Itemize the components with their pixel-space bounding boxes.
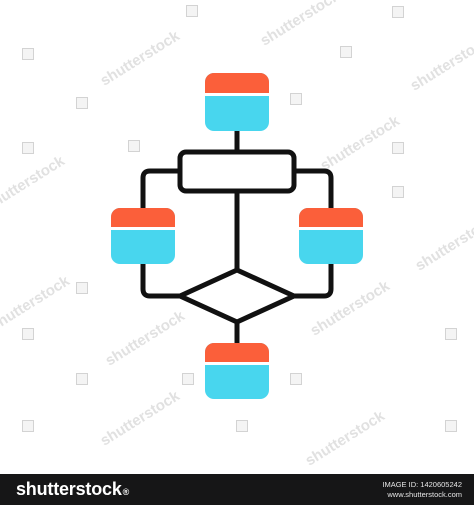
footer-bar: shutterstock® IMAGE ID: 1420605242 www.s… (0, 474, 474, 505)
decision-diamond (177, 267, 297, 325)
brand-registered-mark: ® (122, 487, 130, 497)
top-block (205, 73, 269, 131)
right-block (299, 208, 363, 264)
process-box (177, 149, 297, 194)
bottom-block (205, 343, 269, 399)
image-meta: IMAGE ID: 1420605242 www.shutterstock.co… (382, 480, 462, 500)
brand-logo: shutterstock® (16, 479, 129, 500)
connector-right-block-to-diamond (291, 261, 334, 299)
connector-left-block-to-diamond (140, 261, 183, 299)
connector-process-to-left-block (140, 168, 183, 211)
connector-process-to-right-block (291, 168, 334, 211)
brand-name: shutterstock (16, 479, 122, 499)
diagram-canvas: shutterstock shutterstock shutterstock s… (0, 0, 474, 470)
site-url: www.shutterstock.com (387, 490, 462, 499)
left-block (111, 208, 175, 264)
connector-lines (140, 128, 334, 346)
flowchart-diagram (111, 73, 363, 399)
image-id: IMAGE ID: 1420605242 (382, 480, 462, 489)
